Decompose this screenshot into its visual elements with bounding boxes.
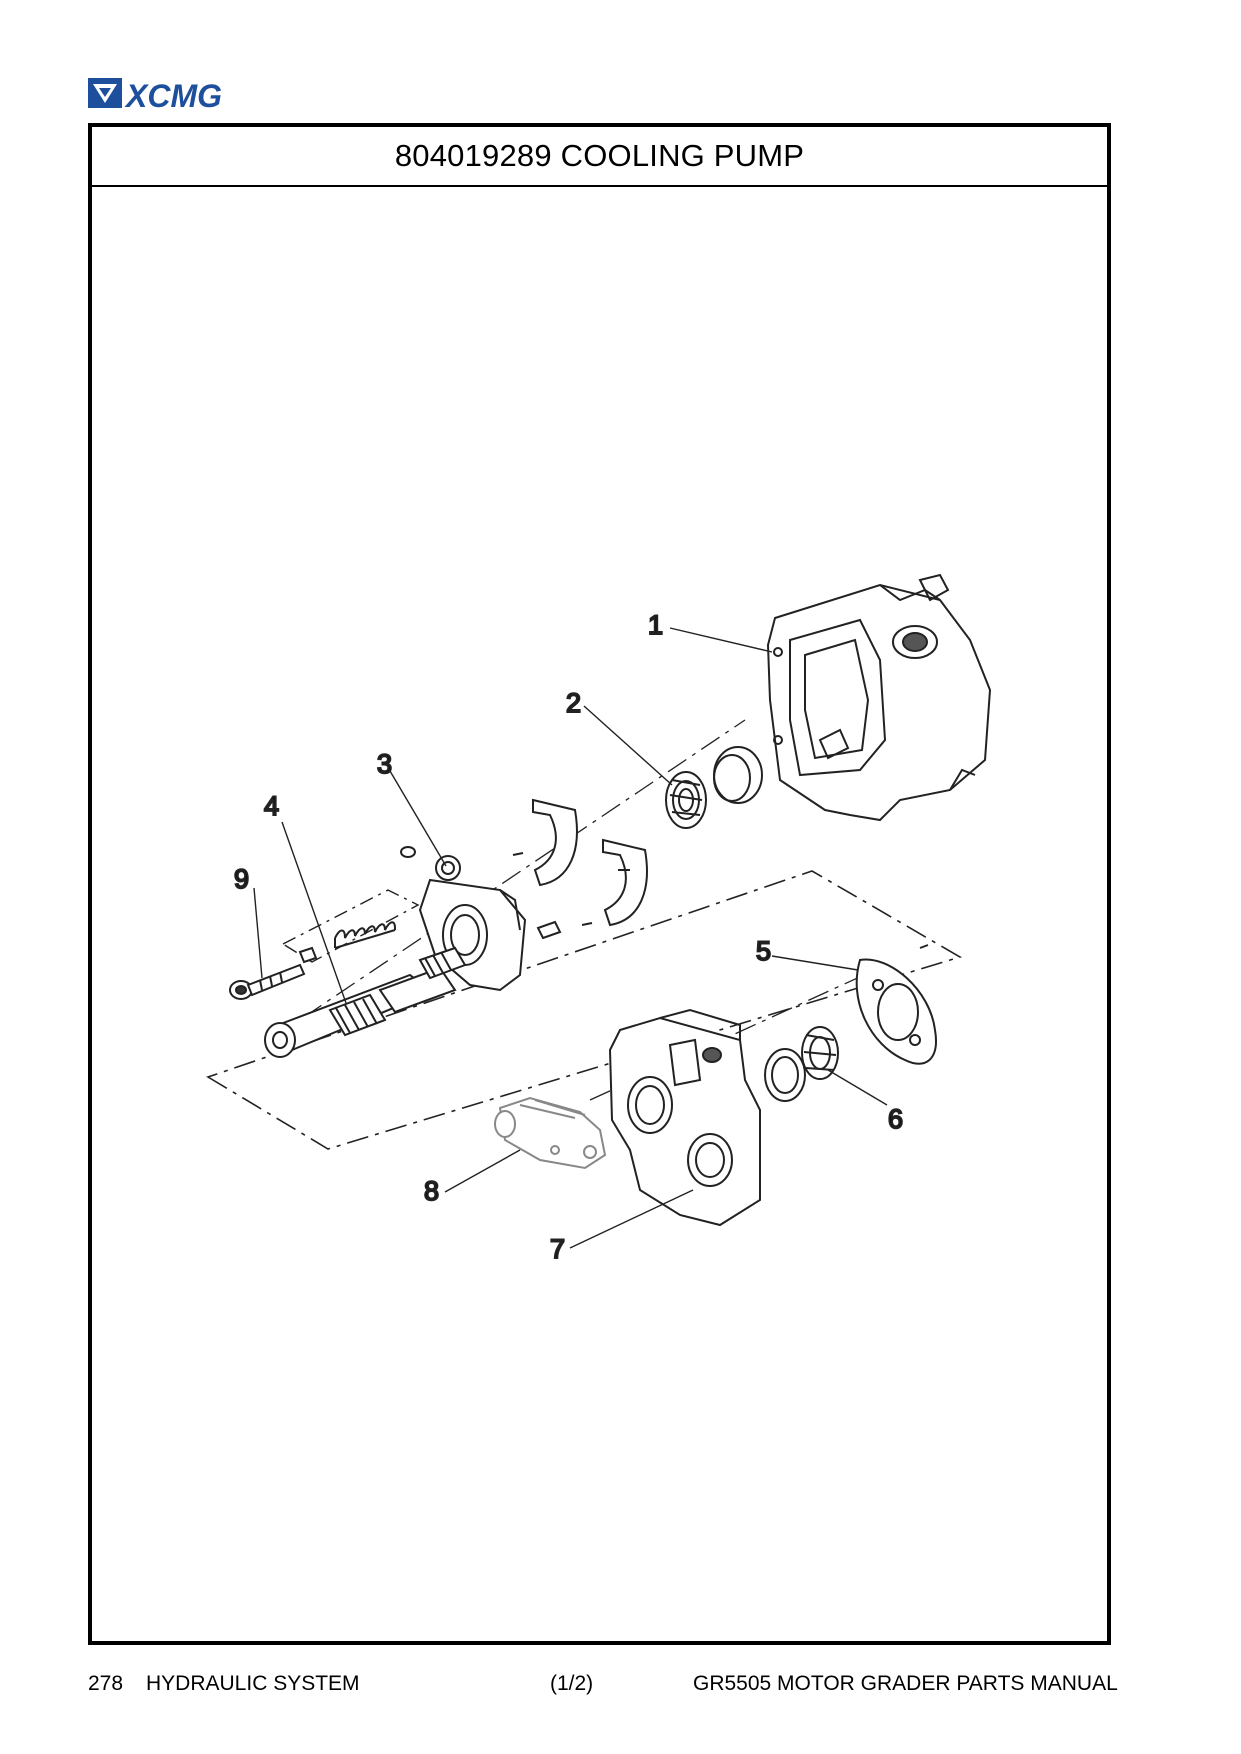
center-axis <box>269 719 746 1041</box>
leader-lines <box>253 627 888 1249</box>
control-valve <box>494 1096 607 1170</box>
swashplate-bearing-shells <box>512 798 648 927</box>
section-name: HYDRAULIC SYSTEM <box>146 1672 360 1695</box>
xcmg-logo: XCMG <box>88 78 222 114</box>
sheet-indicator: (1/2) <box>550 1672 594 1695</box>
drive-shaft <box>264 946 467 1058</box>
figure-title: 804019289 COOLING PUMP <box>394 138 805 173</box>
drawing-frame: 804019289 COOLING PUMP <box>88 123 1111 1645</box>
adjusting-bolt <box>229 963 306 1000</box>
callout-1: 1 <box>648 610 663 640</box>
callout-6: 6 <box>888 1104 903 1134</box>
callout-3: 3 <box>377 749 392 779</box>
callout-9: 9 <box>234 864 249 894</box>
logo-wordmark: XCMG <box>124 78 222 114</box>
tapered-bearing-lower <box>764 1026 839 1102</box>
manual-title: GR5505 MOTOR GRADER PARTS MANUAL <box>693 1672 1118 1695</box>
callout-4: 4 <box>264 791 279 821</box>
callout-2: 2 <box>566 688 581 718</box>
callout-7: 7 <box>550 1234 565 1264</box>
pump-housing <box>766 573 992 822</box>
page-number: 278 <box>88 1672 124 1695</box>
title-bar: 804019289 COOLING PUMP <box>92 127 1107 187</box>
valve-plate <box>855 944 937 1065</box>
tapered-bearing-upper <box>665 746 763 829</box>
end-cover <box>608 1008 761 1227</box>
callout-5: 5 <box>756 936 771 966</box>
callout-8: 8 <box>424 1176 439 1206</box>
spring-assembly <box>298 921 396 964</box>
assembly-outline <box>206 870 962 1150</box>
